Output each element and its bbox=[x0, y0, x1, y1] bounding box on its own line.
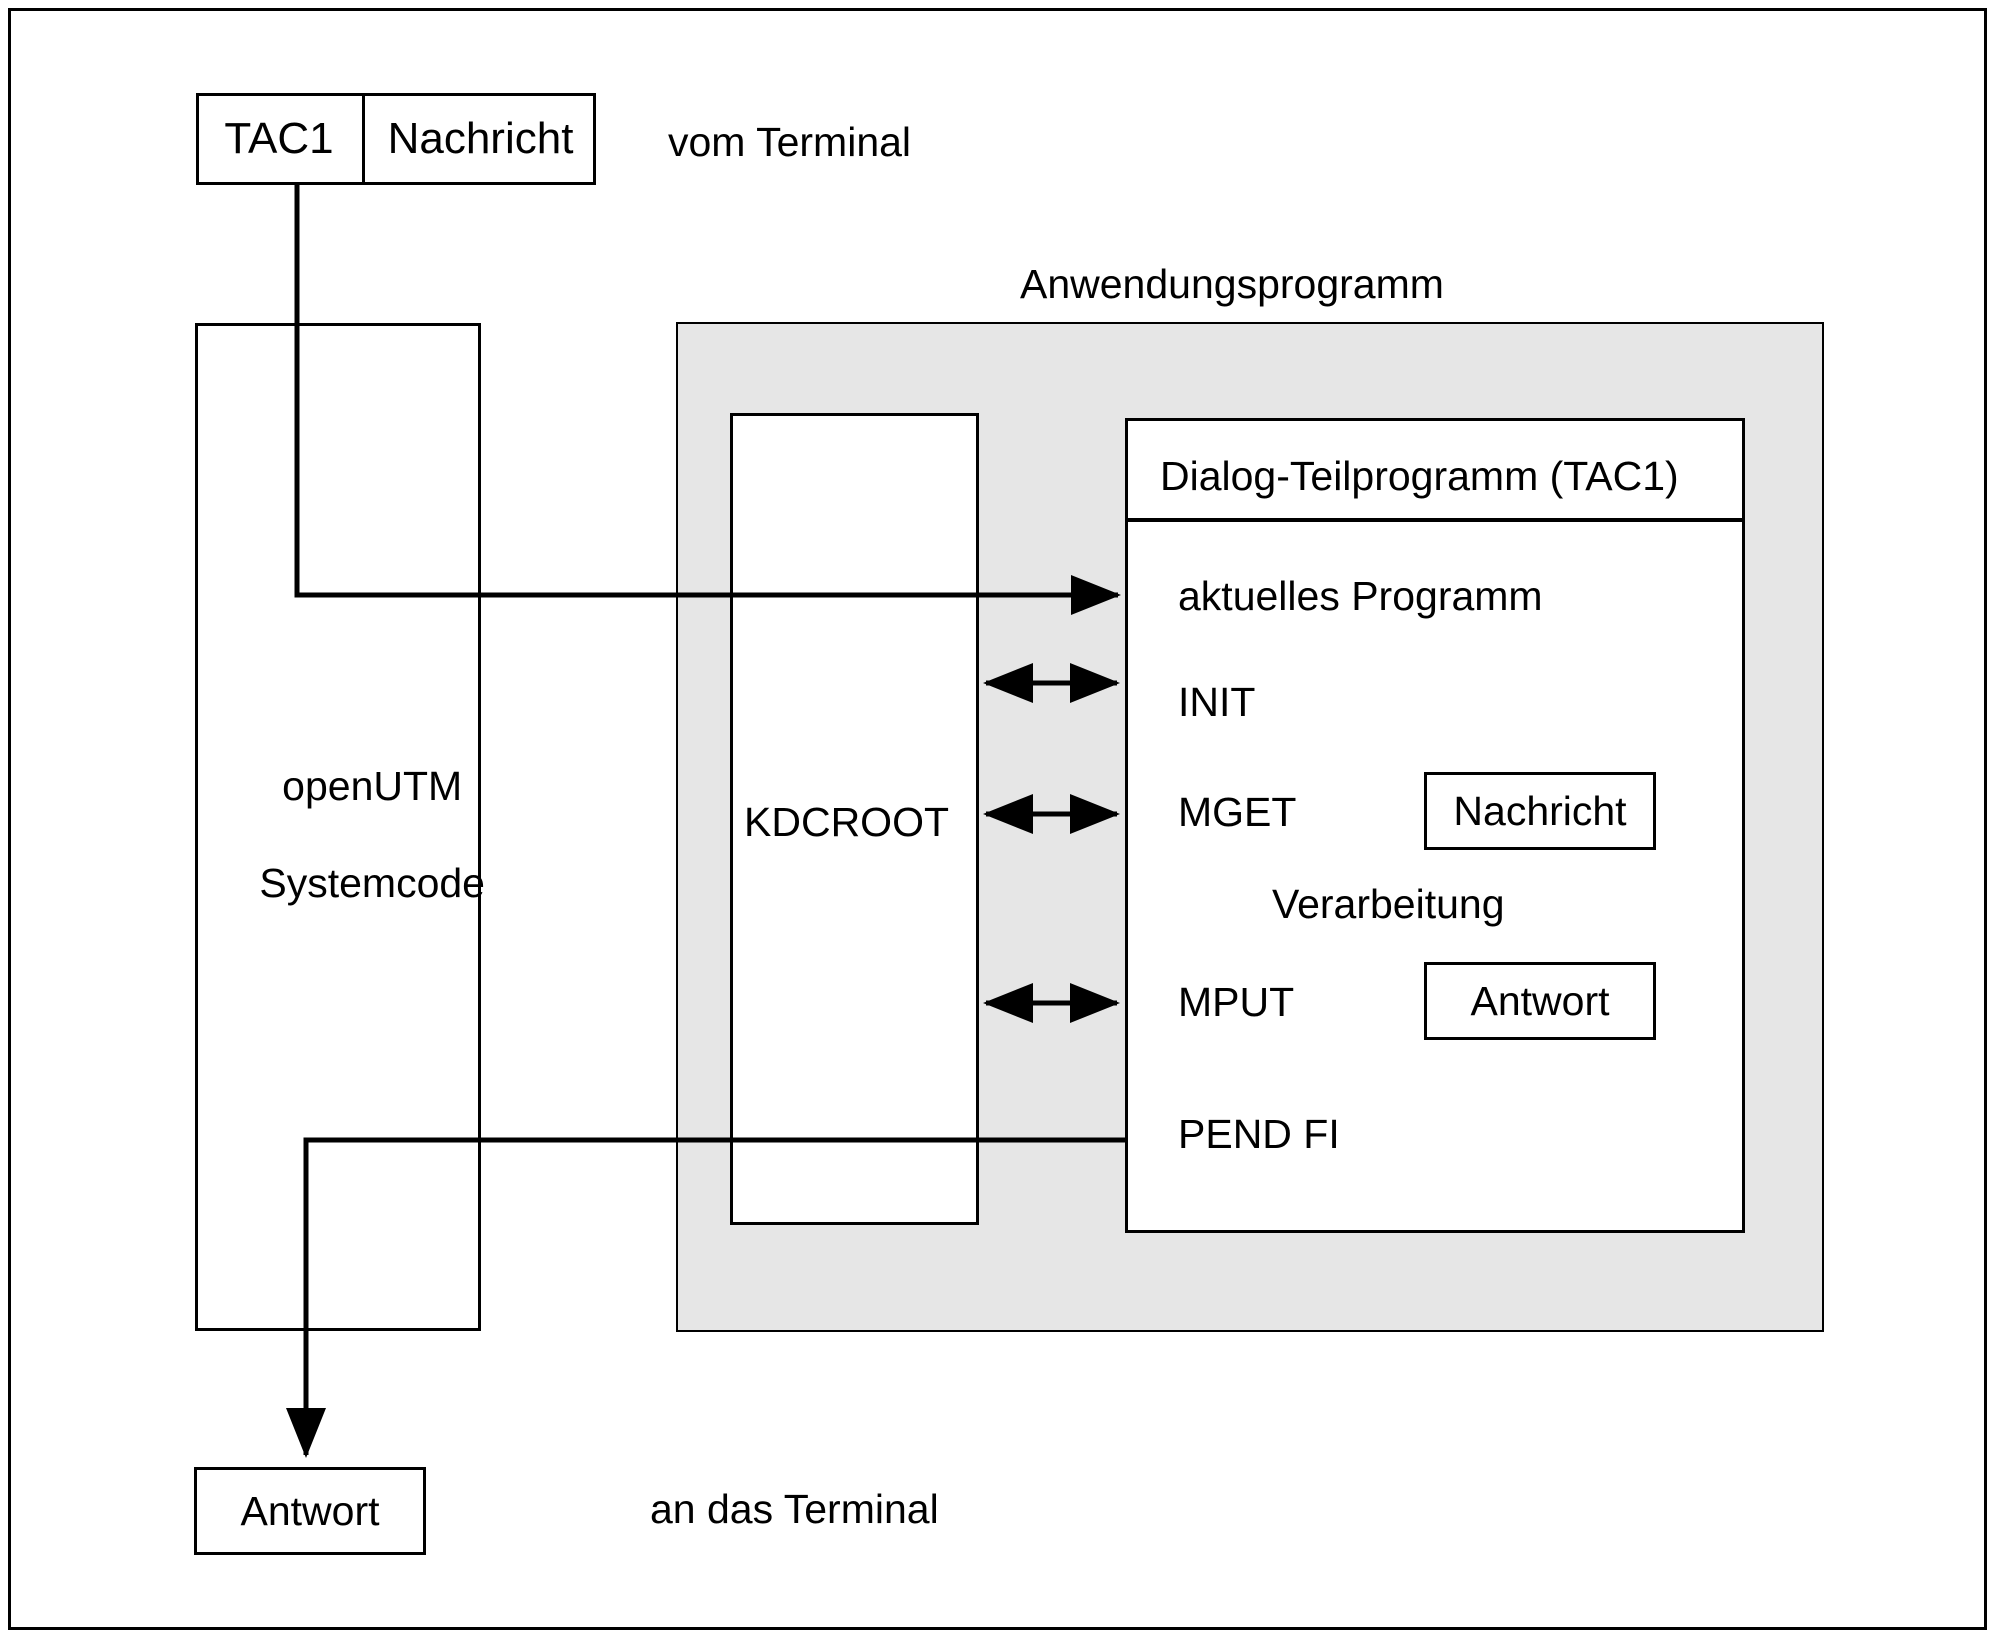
mget-data-box bbox=[1424, 772, 1656, 850]
dialog-row-label-pend-fi: PEND FI bbox=[1178, 1111, 1340, 1157]
anwendungsprogramm-title: Anwendungsprogramm bbox=[1020, 261, 1444, 307]
output-message-box bbox=[194, 1467, 426, 1555]
mput-data-box-label: Antwort bbox=[1470, 977, 1610, 1024]
mget-data-box-label: Nachricht bbox=[1453, 787, 1627, 834]
dialog-row-label-mget: MGET bbox=[1178, 789, 1297, 835]
openutm-line-2: Systemcode bbox=[259, 860, 485, 907]
output-message-payload-label: Antwort bbox=[240, 1487, 380, 1534]
dialog-row-label-mput: MPUT bbox=[1178, 979, 1295, 1025]
kdcroot-label: KDCROOT bbox=[744, 799, 949, 845]
input-message-box bbox=[196, 93, 596, 185]
dialog-teilprogramm-header: Dialog-Teilprogramm (TAC1) bbox=[1160, 453, 1679, 499]
dialog-row-label-verarbeitung: Verarbeitung bbox=[1272, 881, 1505, 927]
input-message-payload-label: Nachricht bbox=[387, 114, 574, 164]
dialog-header-divider bbox=[1125, 518, 1745, 522]
dialog-row-label-aktuelles-programm: aktuelles Programm bbox=[1178, 573, 1543, 619]
input-message-tac-label: TAC1 bbox=[224, 114, 334, 164]
vom-terminal-label: vom Terminal bbox=[668, 119, 912, 165]
dialog-row-label-init: INIT bbox=[1178, 679, 1256, 725]
diagram-outer-frame bbox=[8, 8, 1987, 1630]
openutm-line-1: openUTM bbox=[282, 763, 463, 810]
openutm-systemcode-label: openUTM Systemcode bbox=[195, 763, 485, 906]
input-message-divider bbox=[362, 93, 365, 185]
mput-data-box bbox=[1424, 962, 1656, 1040]
an-das-terminal-label: an das Terminal bbox=[650, 1486, 939, 1532]
